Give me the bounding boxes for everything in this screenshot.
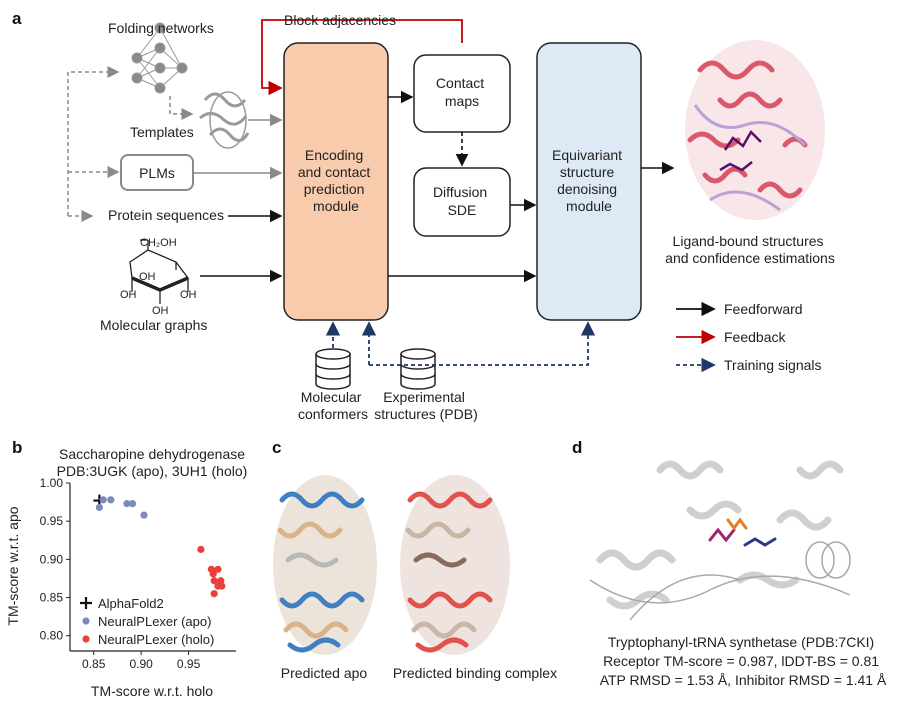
encoder-module-box — [283, 42, 389, 321]
legend-training-label: Training signals — [724, 357, 822, 373]
data-point-neuralplexer-holo — [218, 582, 226, 590]
output-label: Ligand-bound structures and confidence e… — [665, 233, 835, 266]
folding-networks-label: Folding networks — [108, 20, 214, 36]
glucose-molecule-icon — [129, 239, 190, 304]
predicted-complex-structure-image — [400, 475, 510, 655]
data-point-neuralplexer-holo — [209, 570, 217, 578]
data-point-neuralplexer-apo — [140, 511, 148, 519]
data-point-neuralplexer-apo — [99, 496, 107, 504]
template-structure-icon — [199, 91, 250, 149]
x-tick-label: 0.90 — [129, 657, 153, 671]
legend-label: NeuralPLexer (holo) — [98, 632, 214, 647]
contact-maps-label: Contact maps — [436, 75, 488, 109]
legend-feedforward-label: Feedforward — [724, 301, 803, 317]
flow-arrows — [388, 90, 675, 283]
dashed-input-bracket — [67, 66, 194, 222]
data-point-neuralplexer-apo — [107, 496, 115, 504]
protein-sequences-label: Protein sequences — [108, 207, 224, 223]
panel-label-c: c — [272, 438, 281, 457]
predicted-complex-caption: Predicted binding complex — [393, 665, 557, 681]
panel-label-d: d — [572, 438, 582, 457]
experimental-structures-label: Experimental structures (PDB) — [374, 389, 477, 422]
chart-title-line1: Saccharopine dehydrogenase — [59, 446, 245, 462]
input-arrows — [200, 209, 283, 283]
diffusion-sde-box — [413, 167, 511, 237]
panel-d-caption: Tryptophanyl-tRNA synthetase (PDB:7CKI) … — [600, 634, 887, 688]
y-axis-label: TM-score w.r.t. apo — [5, 506, 21, 625]
data-point-neuralplexer-holo — [217, 577, 225, 585]
data-point-neuralplexer-holo — [210, 577, 218, 585]
conformers-label: Molecular conformers — [298, 389, 368, 422]
y-tick-label: 0.80 — [40, 629, 64, 643]
data-point-neuralplexer-apo — [123, 500, 131, 508]
legend-label: AlphaFold2 — [98, 596, 164, 611]
tryptophanyl-trna-synthetase-structure-image — [589, 460, 851, 621]
plms-label: PLMs — [139, 165, 175, 181]
legend-label: NeuralPLexer (apo) — [98, 614, 211, 629]
y-tick-label: 0.85 — [40, 591, 64, 605]
molecule-oh-label-4: OH — [139, 271, 156, 283]
data-point-neuralplexer-holo — [214, 565, 222, 573]
data-point-neuralplexer-holo — [210, 590, 218, 598]
template-arrows — [193, 113, 283, 180]
training-signal-arrows — [325, 321, 596, 366]
diffusion-sde-label: Diffusion SDE — [433, 184, 491, 218]
predicted-apo-structure-image — [273, 475, 377, 655]
denoiser-module-label: Equivariant structure denoising module — [552, 147, 626, 214]
legend — [676, 301, 716, 373]
legend-marker-neuralplexer-holo — [82, 635, 90, 643]
templates-label: Templates — [130, 124, 194, 140]
encoder-module-label: Encoding and contact prediction module — [298, 147, 374, 214]
neural-network-icon — [131, 22, 188, 94]
legend-feedback-label: Feedback — [724, 329, 786, 345]
molecule-ch2oh-label: CH₂OH — [140, 237, 177, 249]
pdb-database-icon — [400, 348, 436, 390]
y-tick-label: 0.90 — [40, 552, 64, 566]
denoiser-module-box — [536, 42, 642, 321]
legend-marker-alphafold2 — [80, 597, 92, 609]
ligand-bound-structure-image — [685, 40, 825, 220]
data-point-neuralplexer-holo — [197, 545, 205, 554]
data-point-neuralplexer-apo — [129, 500, 137, 508]
molecule-oh-label-2: OH — [152, 305, 169, 317]
block-adjacencies-label: Block adjacencies — [284, 12, 396, 28]
panel-label-b: b — [12, 438, 22, 457]
x-tick-label: 0.85 — [82, 657, 106, 671]
y-tick-label: 0.95 — [40, 514, 64, 528]
molecule-oh-label-3: OH — [180, 289, 197, 301]
x-axis-label: TM-score w.r.t. holo — [91, 683, 213, 699]
molecular-graphs-label: Molecular graphs — [100, 317, 207, 333]
predicted-apo-caption: Predicted apo — [281, 665, 368, 681]
conformers-database-icon — [315, 348, 351, 390]
chart-title-line2: PDB:3UGK (apo), 3UH1 (holo) — [57, 463, 248, 479]
x-tick-label: 0.95 — [177, 657, 201, 671]
legend-marker-neuralplexer-apo — [82, 617, 90, 625]
panel-label-a: a — [12, 9, 22, 28]
y-tick-label: 1.00 — [40, 476, 64, 490]
data-point-neuralplexer-apo — [95, 503, 104, 512]
feedback-arrow — [261, 19, 463, 96]
molecule-oh-label-1: OH — [120, 289, 137, 301]
